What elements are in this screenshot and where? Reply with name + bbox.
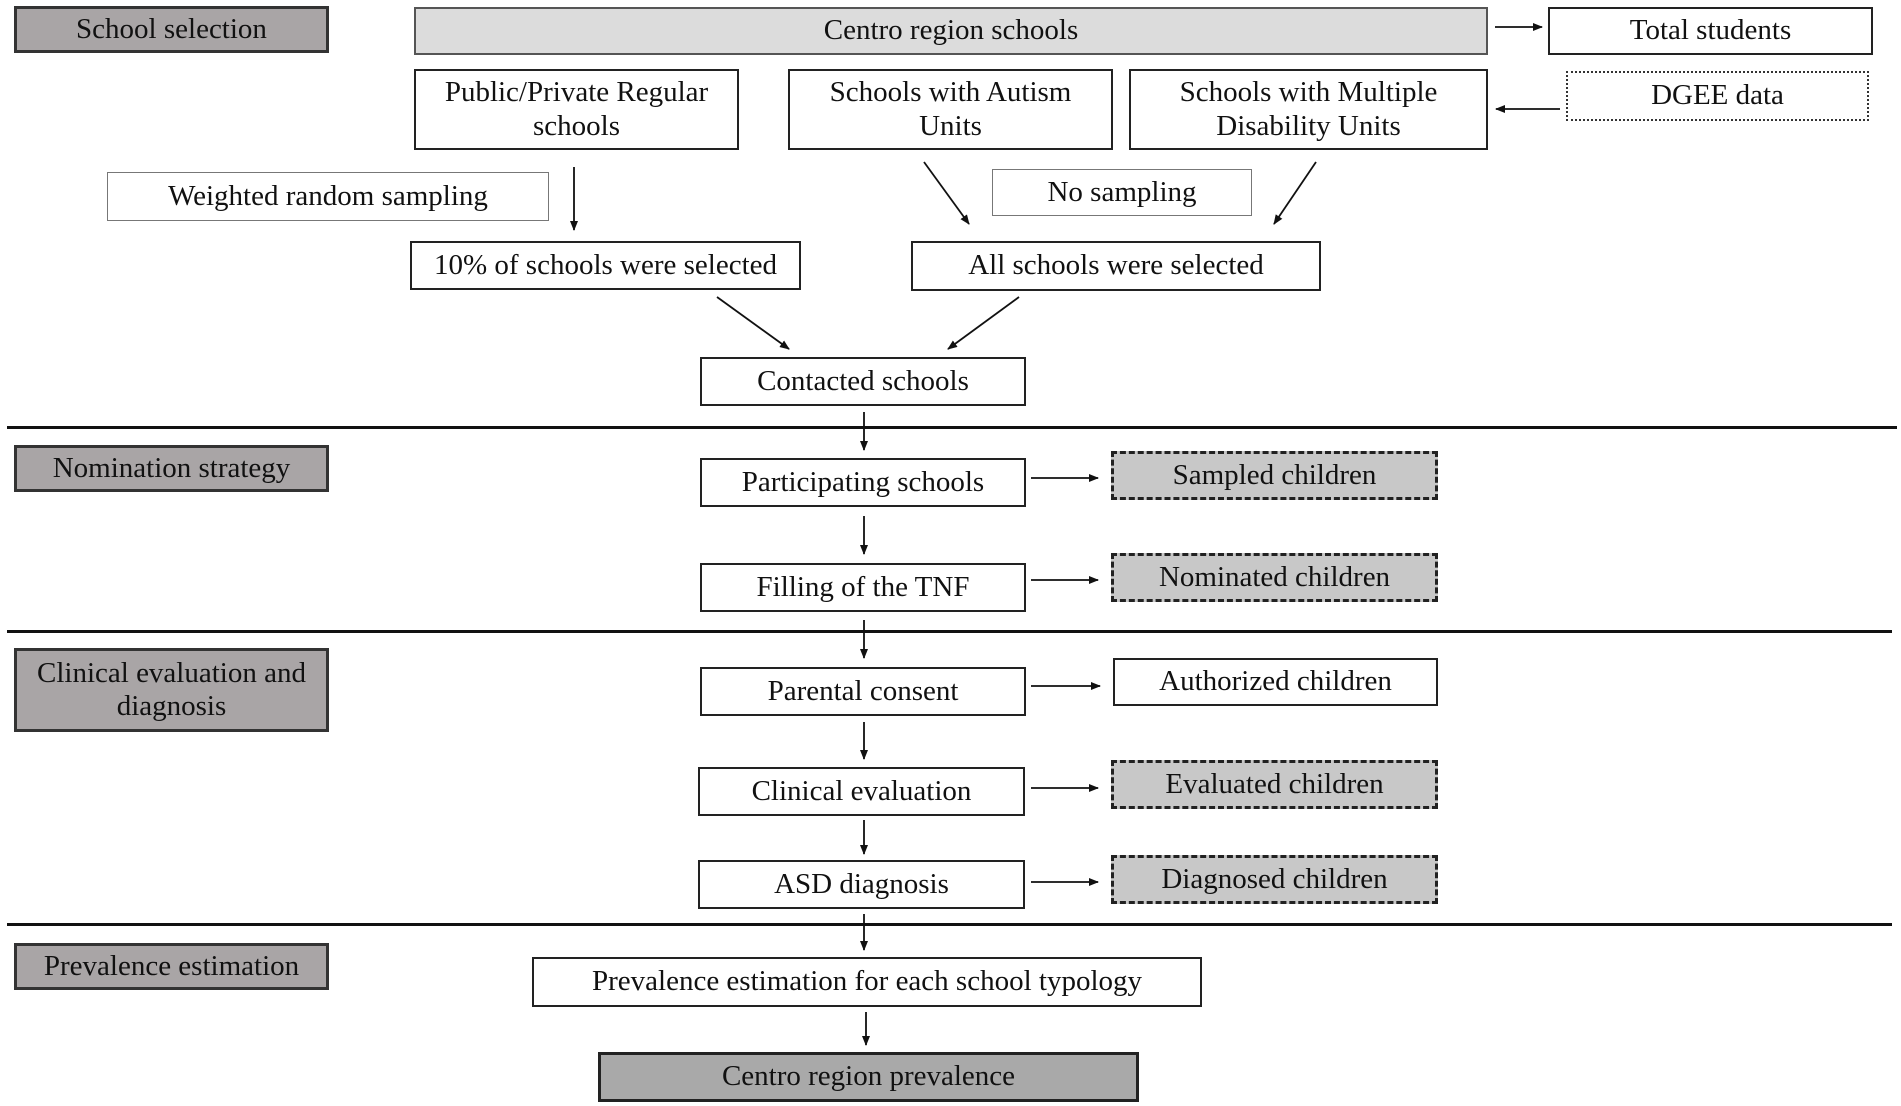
diagnosed-children-box: Diagnosed children xyxy=(1111,855,1438,904)
stage-prevalence-estimation: Prevalence estimation xyxy=(14,943,329,990)
parental-consent-box: Parental consent xyxy=(700,667,1026,716)
filling-tnf-box: Filling of the TNF xyxy=(700,563,1026,612)
dgee-data-box: DGEE data xyxy=(1566,71,1869,121)
arrow-multiple-to-all xyxy=(1273,161,1317,225)
prevalence-each-typology-box: Prevalence estimation for each school ty… xyxy=(532,957,1202,1007)
stage-clinical-evaluation: Clinical evaluation and diagnosis xyxy=(14,648,329,732)
centro-region-prevalence-box: Centro region prevalence xyxy=(598,1052,1139,1102)
divider-1 xyxy=(7,426,1897,429)
nominated-children-box: Nominated children xyxy=(1111,553,1438,602)
multiple-disability-units-box: Schools with Multiple Disability Units xyxy=(1129,69,1488,150)
divider-2 xyxy=(7,630,1892,633)
ten-percent-selected-box: 10% of schools were selected xyxy=(410,241,801,290)
regular-schools-box: Public/Private Regular schools xyxy=(414,69,739,150)
arrow-ten-percent-to-contacted xyxy=(716,296,790,350)
arrow-all-to-contacted xyxy=(947,296,1020,350)
all-selected-box: All schools were selected xyxy=(911,241,1321,291)
weighted-random-sampling-box: Weighted random sampling xyxy=(107,172,549,221)
asd-diagnosis-box: ASD diagnosis xyxy=(698,860,1025,909)
participating-schools-box: Participating schools xyxy=(700,458,1026,507)
stage-school-selection: School selection xyxy=(14,6,329,53)
divider-3 xyxy=(7,923,1892,926)
stage-nomination-strategy: Nomination strategy xyxy=(14,445,329,492)
sampled-children-box: Sampled children xyxy=(1111,451,1438,500)
no-sampling-box: No sampling xyxy=(992,169,1252,216)
autism-units-box: Schools with Autism Units xyxy=(788,69,1113,150)
centro-region-schools-box: Centro region schools xyxy=(414,7,1488,55)
contacted-schools-box: Contacted schools xyxy=(700,357,1026,406)
total-students-box: Total students xyxy=(1548,7,1873,55)
authorized-children-box: Authorized children xyxy=(1113,658,1438,706)
evaluated-children-box: Evaluated children xyxy=(1111,760,1438,809)
clinical-evaluation-box: Clinical evaluation xyxy=(698,767,1025,816)
arrow-autism-to-all xyxy=(923,161,970,225)
